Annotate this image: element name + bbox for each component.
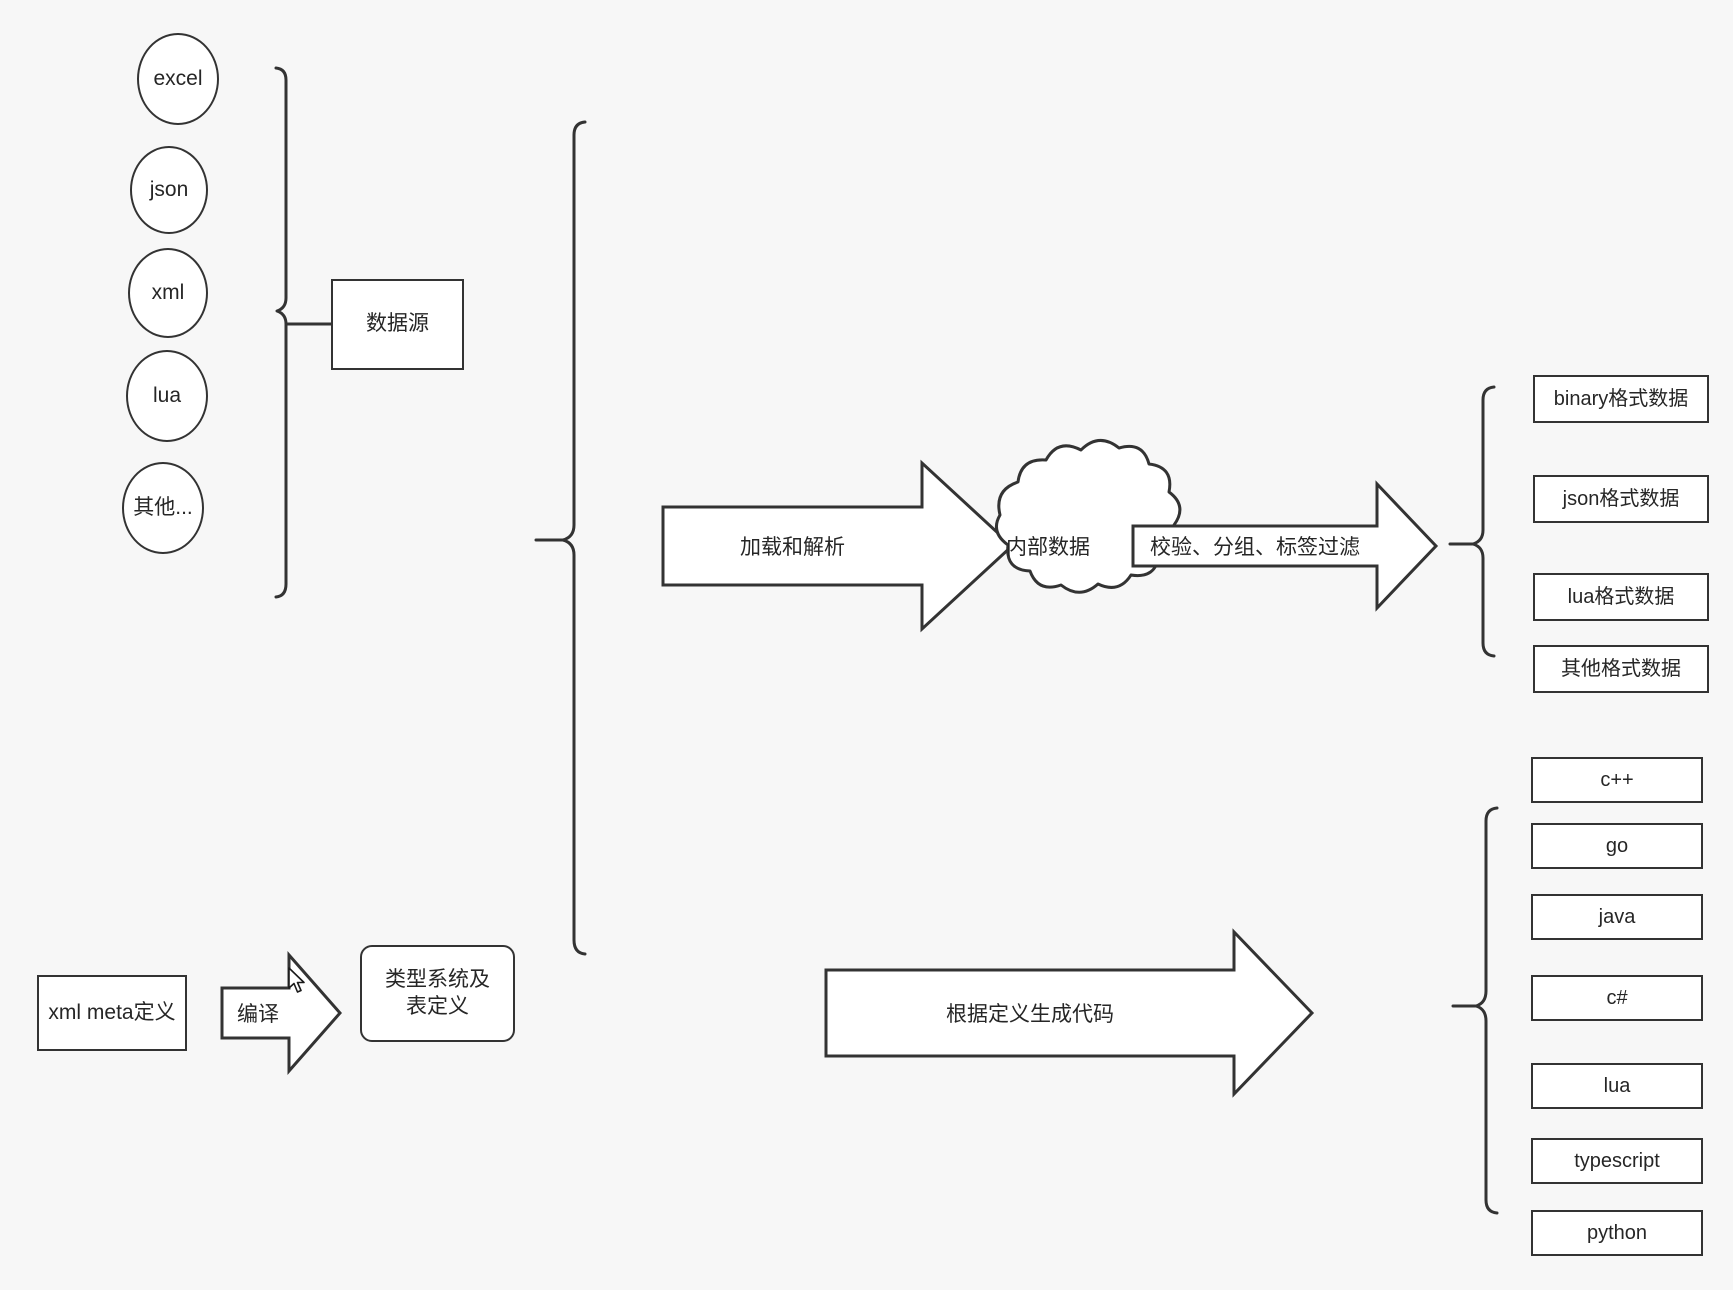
- language-box-python[interactable]: python: [1531, 1210, 1703, 1256]
- data-source-box-label: 数据源: [366, 312, 429, 336]
- sources-brace-icon: [274, 66, 334, 599]
- source-node-other-label: 其他...: [133, 495, 193, 519]
- xml-meta-definition-label: xml meta定义: [48, 1000, 176, 1024]
- mouse-cursor-icon: [288, 967, 305, 993]
- source-node-json[interactable]: json: [130, 146, 208, 234]
- languages-brace-icon: [1451, 806, 1499, 1215]
- load-parse-arrow-label: 加载和解析: [663, 507, 922, 585]
- data-formats-brace-icon: [1448, 385, 1496, 658]
- codegen-arrow-text: 根据定义生成代码: [946, 1003, 1114, 1026]
- validate-group-filter-arrow-icon: [1131, 480, 1439, 612]
- validate-arrow-text: 校验、分组、标签过滤: [1150, 536, 1360, 559]
- source-node-json-label: json: [149, 177, 189, 201]
- output-format-other-label: 其他格式数据: [1561, 657, 1681, 680]
- source-node-lua[interactable]: lua: [126, 350, 208, 442]
- language-box-cpp-label: c++: [1600, 768, 1634, 791]
- output-format-lua[interactable]: lua格式数据: [1533, 573, 1709, 621]
- internal-data-cloud-label: 内部数据: [986, 512, 1110, 580]
- source-node-excel[interactable]: excel: [137, 33, 219, 125]
- source-node-lua-label: lua: [152, 383, 182, 407]
- compile-arrow-icon: [220, 951, 342, 1075]
- source-node-other[interactable]: 其他...: [122, 462, 204, 554]
- type-system-label: 类型系统及表定义: [385, 968, 490, 1018]
- output-format-json[interactable]: json格式数据: [1533, 475, 1709, 523]
- codegen-arrow-label: 根据定义生成代码: [826, 970, 1234, 1056]
- source-node-xml-label: xml: [151, 280, 185, 304]
- language-box-go-label: go: [1605, 834, 1629, 857]
- language-box-typescript-label: typescript: [1574, 1149, 1660, 1172]
- language-box-typescript[interactable]: typescript: [1531, 1138, 1703, 1184]
- output-format-binary[interactable]: binary格式数据: [1533, 375, 1709, 423]
- type-system-box[interactable]: 类型系统及表定义: [360, 945, 515, 1042]
- language-box-java-label: java: [1598, 905, 1636, 928]
- internal-data-cloud-text: 内部数据: [1006, 536, 1090, 559]
- source-node-xml[interactable]: xml: [128, 248, 208, 338]
- language-box-lua-label: lua: [1603, 1074, 1631, 1097]
- output-format-other[interactable]: 其他格式数据: [1533, 645, 1709, 693]
- validate-arrow-label: 校验、分组、标签过滤: [1133, 526, 1377, 566]
- xml-meta-definition-box[interactable]: xml meta定义: [37, 975, 187, 1051]
- language-box-python-label: python: [1586, 1221, 1648, 1244]
- language-box-csharp[interactable]: c#: [1531, 975, 1703, 1021]
- output-format-json-label: json格式数据: [1562, 487, 1680, 510]
- inputs-brace-icon: [534, 120, 587, 956]
- output-format-lua-label: lua格式数据: [1567, 585, 1675, 608]
- language-box-java[interactable]: java: [1531, 894, 1703, 940]
- compile-arrow-text: 编译: [237, 1003, 279, 1026]
- compile-arrow-label: 编译: [222, 988, 294, 1038]
- data-source-box[interactable]: 数据源: [331, 279, 464, 370]
- source-node-excel-label: excel: [153, 66, 203, 90]
- codegen-arrow-icon: [824, 928, 1315, 1098]
- output-format-binary-label: binary格式数据: [1553, 387, 1689, 410]
- language-box-cpp[interactable]: c++: [1531, 757, 1703, 803]
- language-box-csharp-label: c#: [1606, 986, 1628, 1009]
- internal-data-cloud-icon: [994, 439, 1182, 594]
- load-parse-arrow-text: 加载和解析: [740, 536, 845, 559]
- language-box-go[interactable]: go: [1531, 823, 1703, 869]
- load-parse-arrow-icon: [661, 459, 1015, 633]
- language-box-lua[interactable]: lua: [1531, 1063, 1703, 1109]
